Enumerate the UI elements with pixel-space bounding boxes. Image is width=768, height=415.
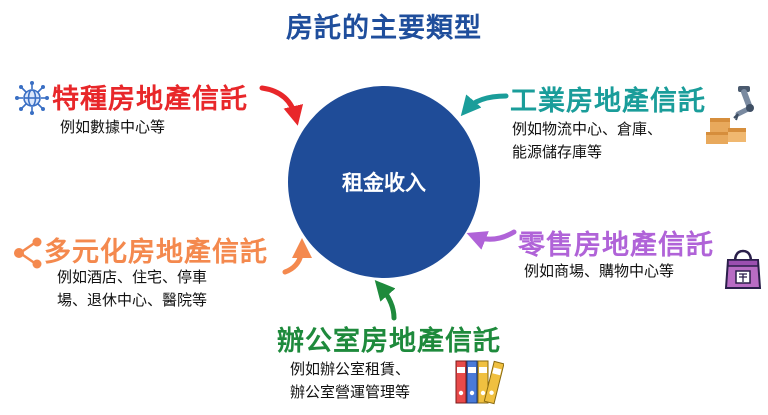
desc-line: 能源儲存庫等 (512, 143, 603, 161)
desc-line: 例如辦公室租賃、 (290, 360, 411, 378)
category-title-special: 特種房地產信託 (52, 84, 248, 115)
desc-line: 辦公室營運管理等 (290, 383, 411, 401)
binders-icon (455, 360, 504, 405)
center-label: 租金收入 (342, 171, 426, 195)
arrow-office (374, 279, 397, 321)
globe-network-icon (15, 81, 49, 115)
center-circle: 租金收入 (288, 86, 480, 278)
category-title-diversified: 多元化房地產信託 (44, 237, 268, 268)
arrow-industrial (460, 93, 509, 117)
desc-line: 例如酒店、住宅、停車 (57, 268, 208, 286)
arrow-special (259, 85, 304, 126)
category-title-industrial: 工業房地產信託 (510, 86, 706, 117)
arrow-retail (466, 229, 517, 250)
desc-line: 例如數據中心等 (60, 118, 166, 136)
category-title-office: 辦公室房地產信託 (277, 326, 501, 357)
share-network-icon (14, 237, 42, 269)
category-title-retail: 零售房地產信託 (518, 230, 714, 261)
desc-line: 場、退休中心、醫院等 (57, 291, 208, 309)
category-desc-diversified: 例如酒店、住宅、停車 場、退休中心、醫院等 (57, 266, 207, 312)
desc-line: 例如商場、購物中心等 (524, 262, 675, 280)
category-desc-office: 例如辦公室租賃、 辦公室營運管理等 (290, 358, 410, 404)
diagram-title: 房託的主要類型 (286, 13, 482, 44)
desc-line: 例如物流中心、倉庫、 (512, 120, 663, 138)
category-desc-special: 例如數據中心等 (60, 116, 165, 139)
arrow-diversified (282, 238, 312, 275)
robot-arm-boxes-icon (706, 86, 754, 144)
shopping-bag-icon (724, 249, 762, 289)
category-desc-retail: 例如商場、購物中心等 (524, 260, 674, 283)
category-desc-industrial: 例如物流中心、倉庫、 能源儲存庫等 (512, 118, 662, 164)
